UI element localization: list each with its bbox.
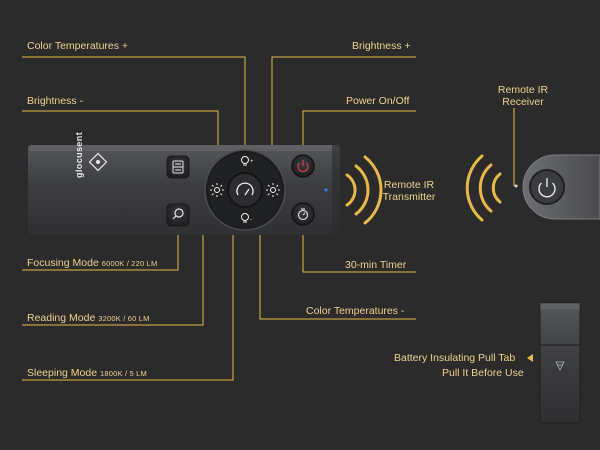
power-icon: [297, 160, 309, 173]
ir-receive-waves-icon: [465, 154, 502, 222]
power-button[interactable]: [291, 154, 315, 178]
reading-mode-icon: [172, 160, 184, 174]
color-temp-up-icon[interactable]: +: [241, 156, 255, 166]
leader-sleeping: [22, 200, 234, 381]
sleeping-mode-spec: 1800K / 5 LM: [99, 369, 147, 378]
label-color-temp-plus: Color Temperatures +: [27, 40, 129, 52]
brand-logo-icon: [88, 152, 108, 172]
label-ir-receiver: Remote IR Receiver: [488, 84, 558, 108]
label-power: Power On/Off: [346, 95, 410, 107]
pull-tab-pointer-icon: [527, 354, 533, 362]
leader-timer: [302, 222, 416, 273]
label-ir-transmitter: Remote IR Transmitter: [374, 179, 444, 203]
label-pull-tab-line1: Battery Insulating Pull Tab: [394, 352, 516, 364]
leader-color-temp-plus: [22, 56, 246, 150]
leader-brightness-plus: [271, 56, 416, 170]
focusing-mode-icon: [172, 208, 184, 220]
reading-mode-name: Reading Mode: [27, 312, 96, 324]
focusing-mode-name: Focusing Mode: [27, 257, 99, 269]
label-brightness-plus: Brightness +: [352, 40, 411, 52]
label-ir-transmitter-line1: Remote IR: [383, 179, 435, 191]
svg-text:+: +: [250, 159, 254, 165]
timer-icon: [297, 208, 309, 221]
focusing-mode-spec: 6000K / 220 LM: [101, 259, 158, 268]
label-brightness-minus: Brightness -: [27, 95, 84, 107]
timer-button[interactable]: [291, 202, 315, 226]
mode-dial-icon[interactable]: [236, 182, 254, 196]
reading-mode-spec: 3200K / 60 LM: [98, 314, 150, 323]
label-ir-receiver-line1: Remote IR: [497, 84, 549, 96]
color-temp-down-icon[interactable]: -: [241, 213, 253, 224]
label-pull-tab-line2: Pull It Before Use: [442, 367, 524, 379]
leader-focusing: [22, 218, 179, 271]
svg-text:-: -: [250, 217, 252, 223]
ir-transmit-waves-icon: [345, 155, 383, 225]
leader-lines: [22, 56, 416, 381]
brand-name: glocusent: [74, 131, 84, 178]
label-timer: 30-min Timer: [345, 259, 407, 271]
sleeping-mode-name: Sleeping Mode: [27, 367, 98, 379]
label-color-temp-minus: Color Temperatures -: [306, 305, 405, 317]
ir-led-icon: [324, 188, 328, 192]
battery-cover: [539, 302, 581, 424]
pull-tab-arrow-icon: [555, 361, 565, 371]
leader-color-temp-minus: [259, 214, 416, 320]
label-reading-mode: Reading Mode 3200K / 60 LM: [27, 312, 150, 325]
control-dial: + -: [204, 149, 286, 231]
label-sleeping-mode: Sleeping Mode 1800K / 5 LM: [27, 367, 147, 380]
receiver-device: [514, 154, 600, 220]
label-ir-receiver-line2: Receiver: [502, 96, 544, 108]
brightness-down-icon[interactable]: [210, 183, 224, 197]
label-ir-transmitter-line2: Transmitter: [382, 191, 436, 203]
focusing-mode-button[interactable]: [166, 203, 190, 227]
reading-mode-button[interactable]: [166, 155, 190, 179]
brightness-up-icon[interactable]: [266, 183, 280, 197]
receiver-power-icon: [538, 178, 556, 198]
label-focusing-mode: Focusing Mode 6000K / 220 LM: [27, 257, 157, 270]
